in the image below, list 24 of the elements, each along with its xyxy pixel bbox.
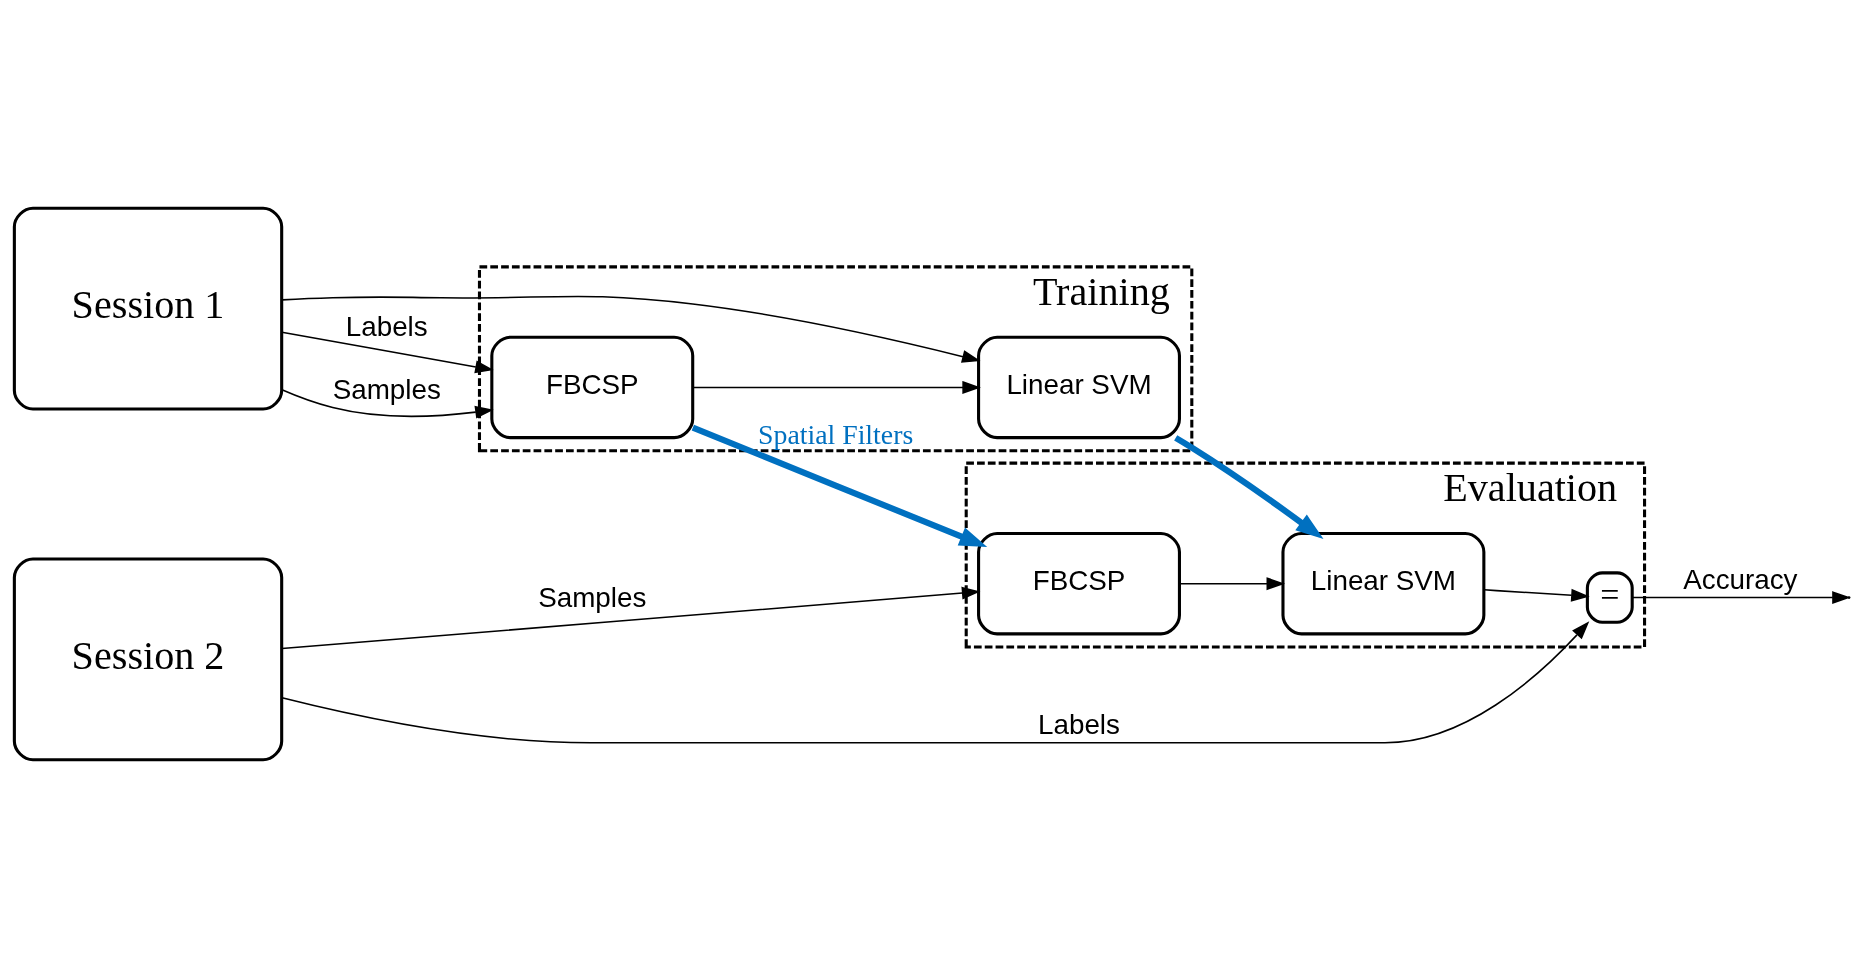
edge-label: Samples: [538, 582, 647, 614]
node-box: Session 1: [12, 206, 284, 411]
edge-label: Labels: [1038, 709, 1120, 741]
node-box: FBCSP: [490, 335, 695, 440]
node-box: =: [1585, 571, 1634, 624]
arrow: [692, 380, 981, 394]
node-box: FBCSP: [977, 531, 1181, 636]
edge-label: Accuracy: [1683, 563, 1798, 595]
arrow: [1483, 588, 1590, 602]
arrow: [281, 586, 981, 650]
arrow: [1631, 591, 1851, 605]
edge-label: Samples: [332, 373, 441, 405]
arrow: [281, 621, 1590, 744]
edge-label: Spatial Filters: [758, 418, 914, 450]
node-box: Linear SVM: [1281, 531, 1486, 636]
arrow: [691, 424, 988, 548]
arrow: [281, 331, 494, 374]
arrow: [281, 388, 494, 419]
node-box: Session 2: [12, 557, 284, 762]
arrow: [281, 295, 981, 363]
arrow: [1174, 435, 1324, 539]
edge-label: Labels: [345, 310, 428, 342]
arrow: [1178, 577, 1286, 591]
node-box: Linear SVM: [977, 335, 1181, 440]
